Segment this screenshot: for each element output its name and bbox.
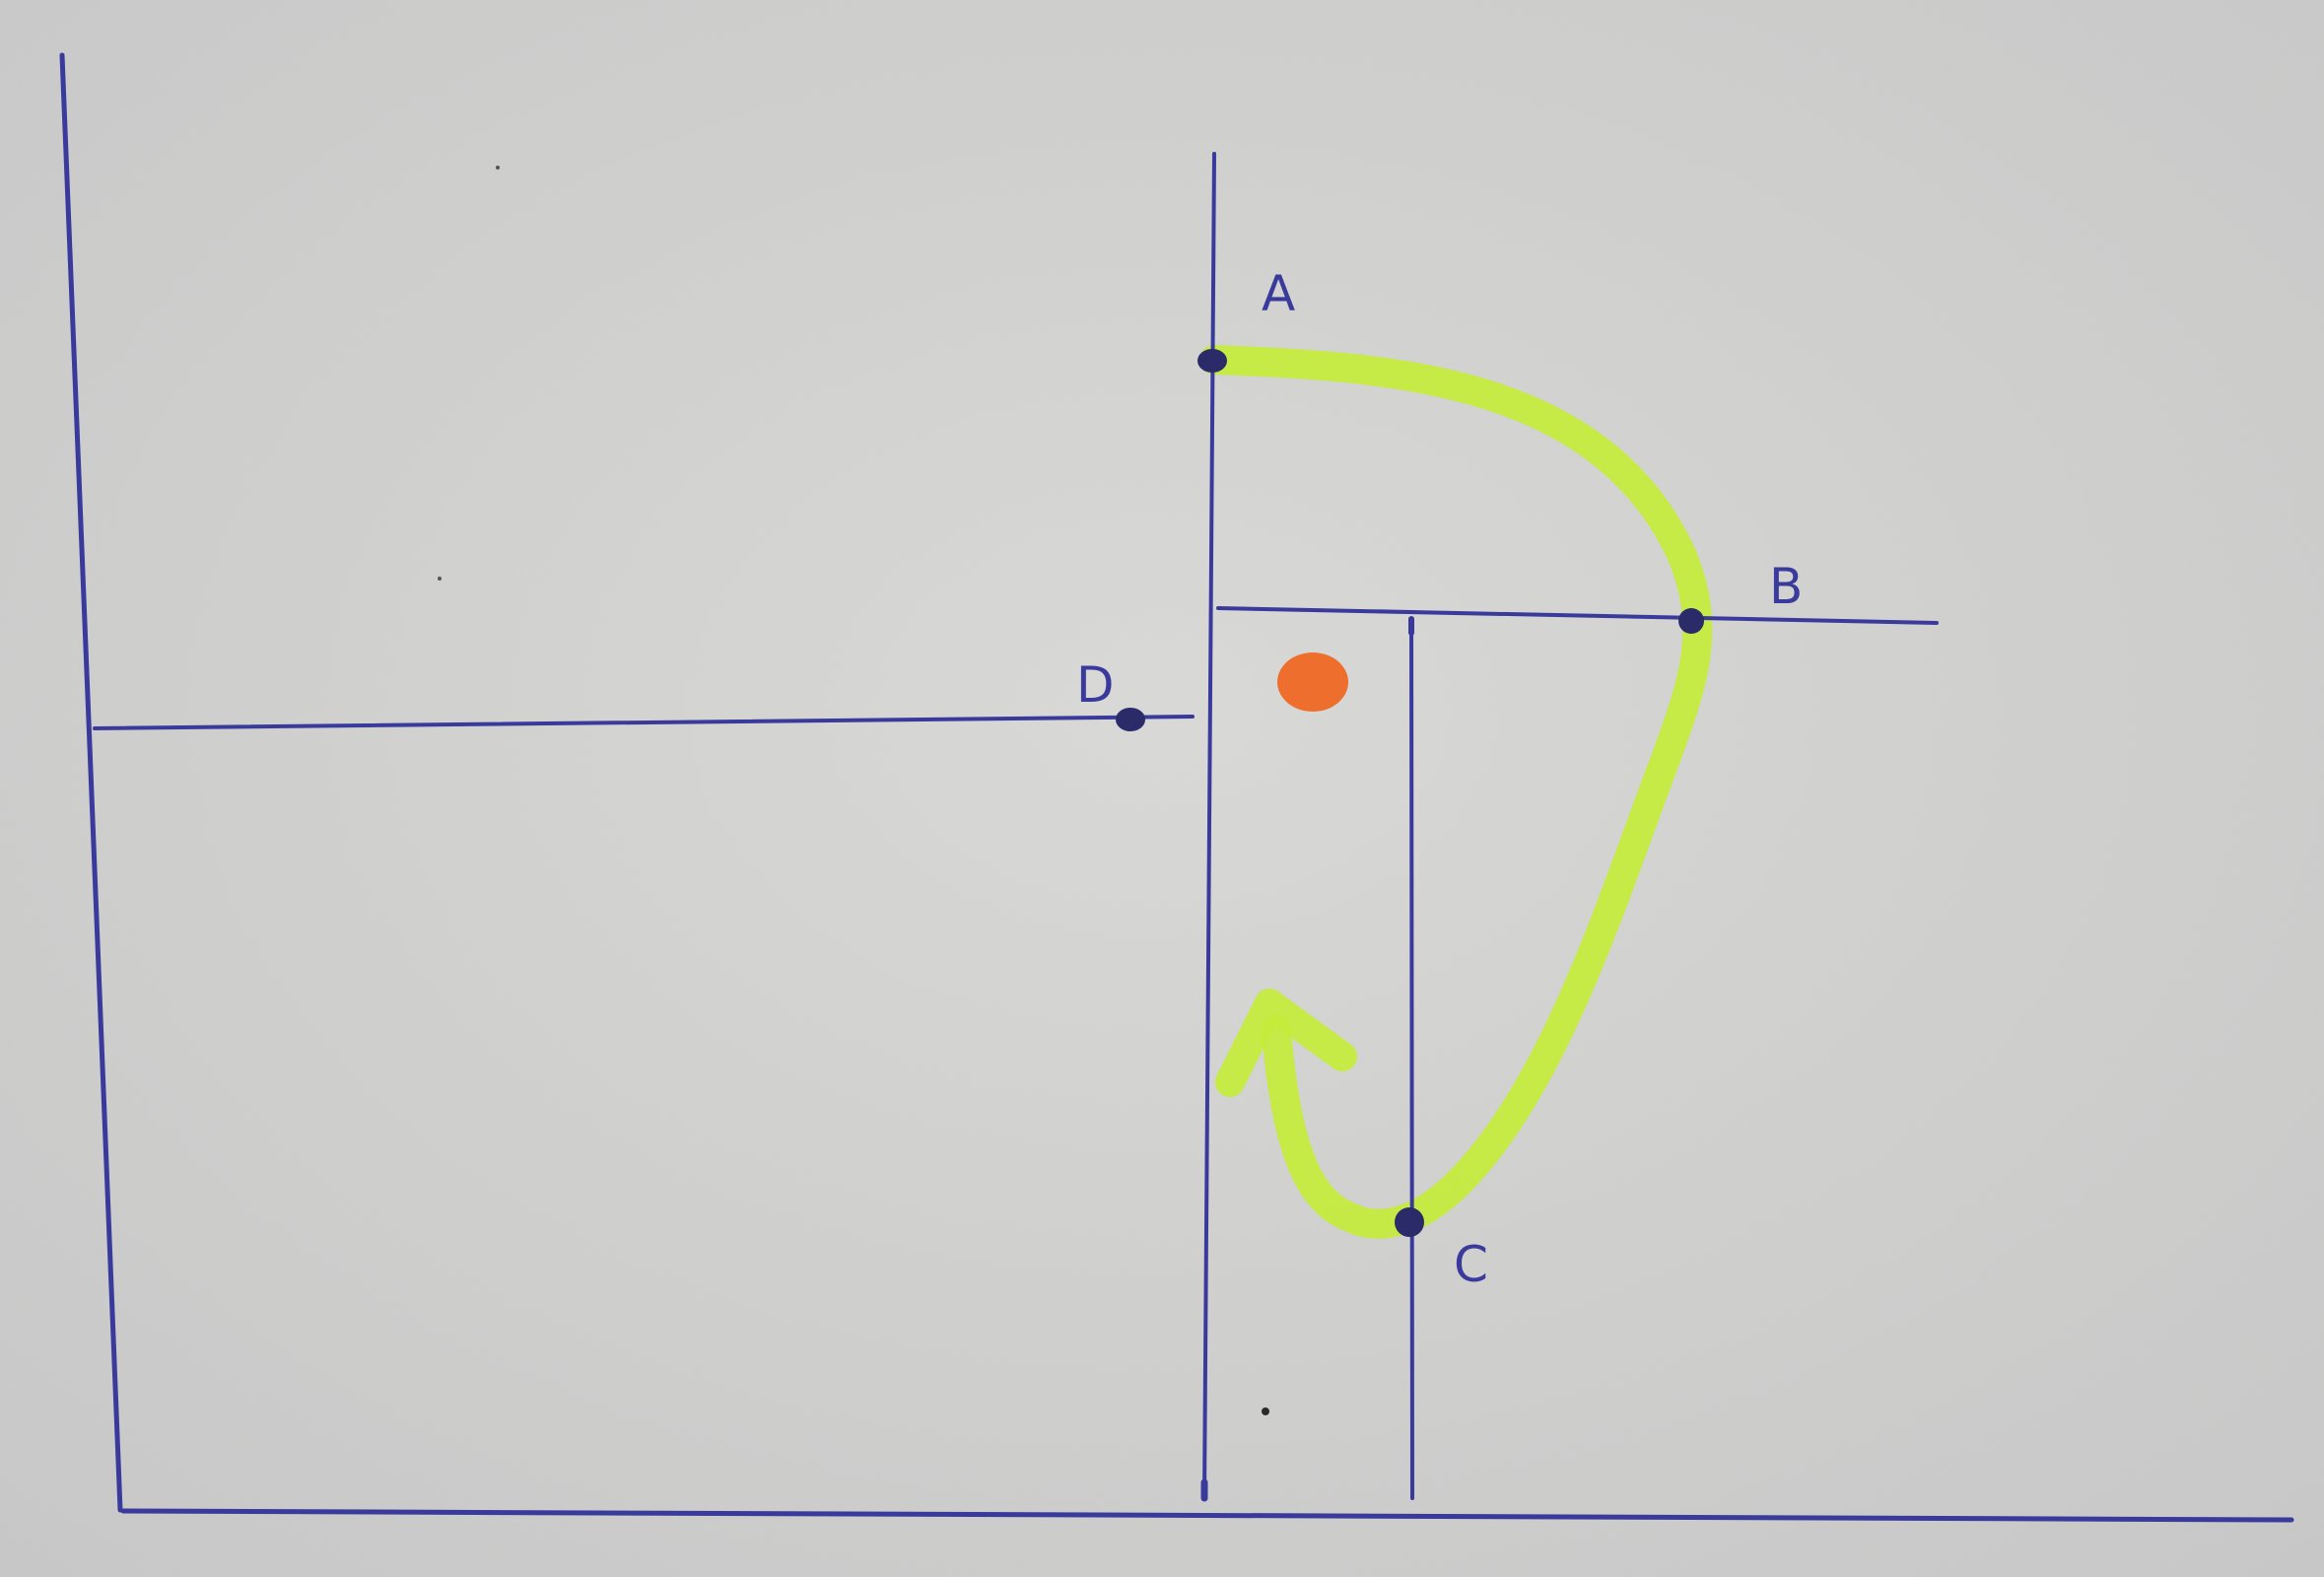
horizontal-line-through-B	[1216, 606, 1939, 625]
highlighter-path	[1199, 345, 1713, 1239]
point-A	[1197, 349, 1227, 373]
point-C	[1395, 1207, 1424, 1237]
orange-dot	[1277, 652, 1348, 712]
vertical-line-through-C	[1409, 617, 1414, 1500]
pen-speck	[496, 166, 500, 170]
y-axis	[59, 52, 123, 1513]
highlighter-arrowhead	[1215, 989, 1357, 1097]
x-axis	[120, 1508, 2294, 1523]
highlighter-curve	[1199, 345, 1713, 1239]
label-C: C	[1454, 1236, 1489, 1293]
label-B: B	[1769, 558, 1804, 615]
pen-speck	[1262, 1407, 1269, 1415]
label-D: D	[1076, 656, 1116, 714]
point-B	[1678, 608, 1704, 634]
point-D	[1116, 708, 1145, 731]
vertical-line-through-A	[1202, 152, 1216, 1500]
label-A: A	[1262, 265, 1296, 322]
pen-speck	[438, 577, 442, 581]
horizontal-line-through-D	[93, 715, 1195, 730]
